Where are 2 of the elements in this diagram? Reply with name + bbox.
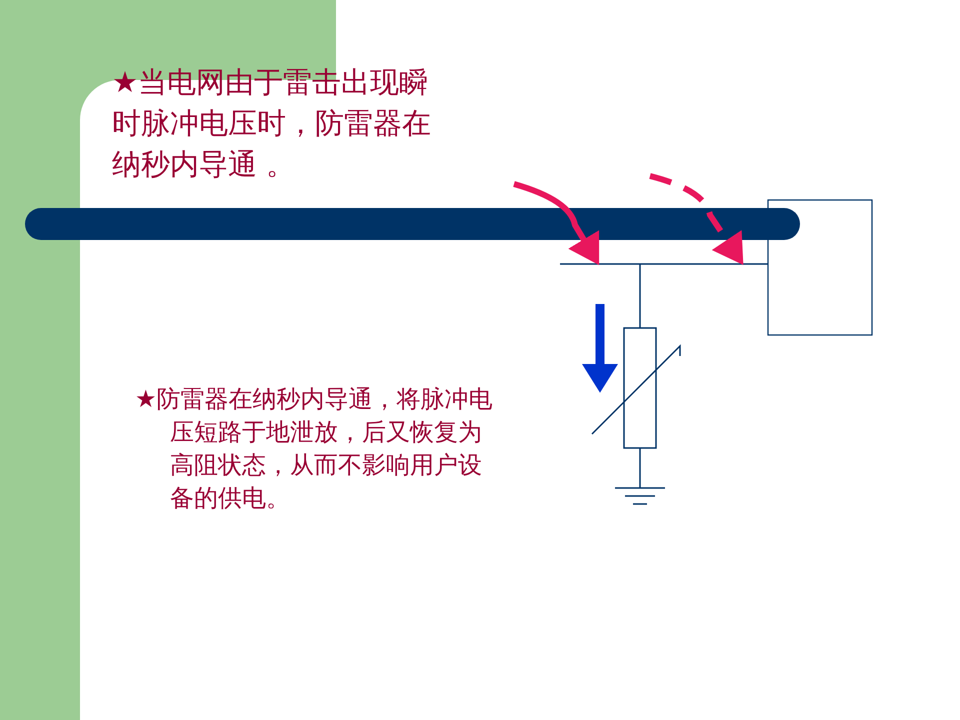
explanation-text: ★防雷器在纳秒内导通，将脉冲电压短路于地泄放，后又恢复为高阻状态，从而不影响用户设备的供电。 — [135, 384, 494, 514]
note-text: ★当电网由于雷击出现瞬时脉冲电压时，防雷器在纳秒内导通 。 — [112, 64, 432, 183]
